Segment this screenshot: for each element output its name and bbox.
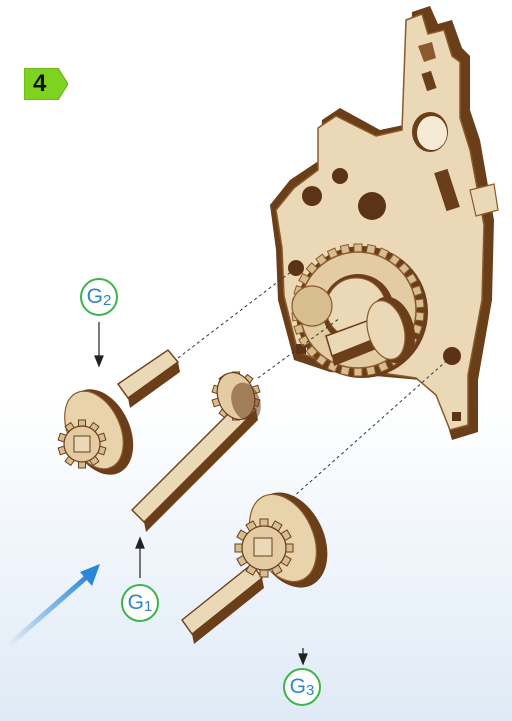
- callout-index: 1: [144, 598, 152, 615]
- callout-index: 3: [306, 682, 314, 699]
- callout-letter: G: [290, 675, 306, 699]
- callout-letter: G: [128, 591, 144, 615]
- callout-index: 2: [103, 292, 111, 309]
- callout-letter: G: [87, 285, 103, 309]
- step-number: 4: [33, 70, 46, 98]
